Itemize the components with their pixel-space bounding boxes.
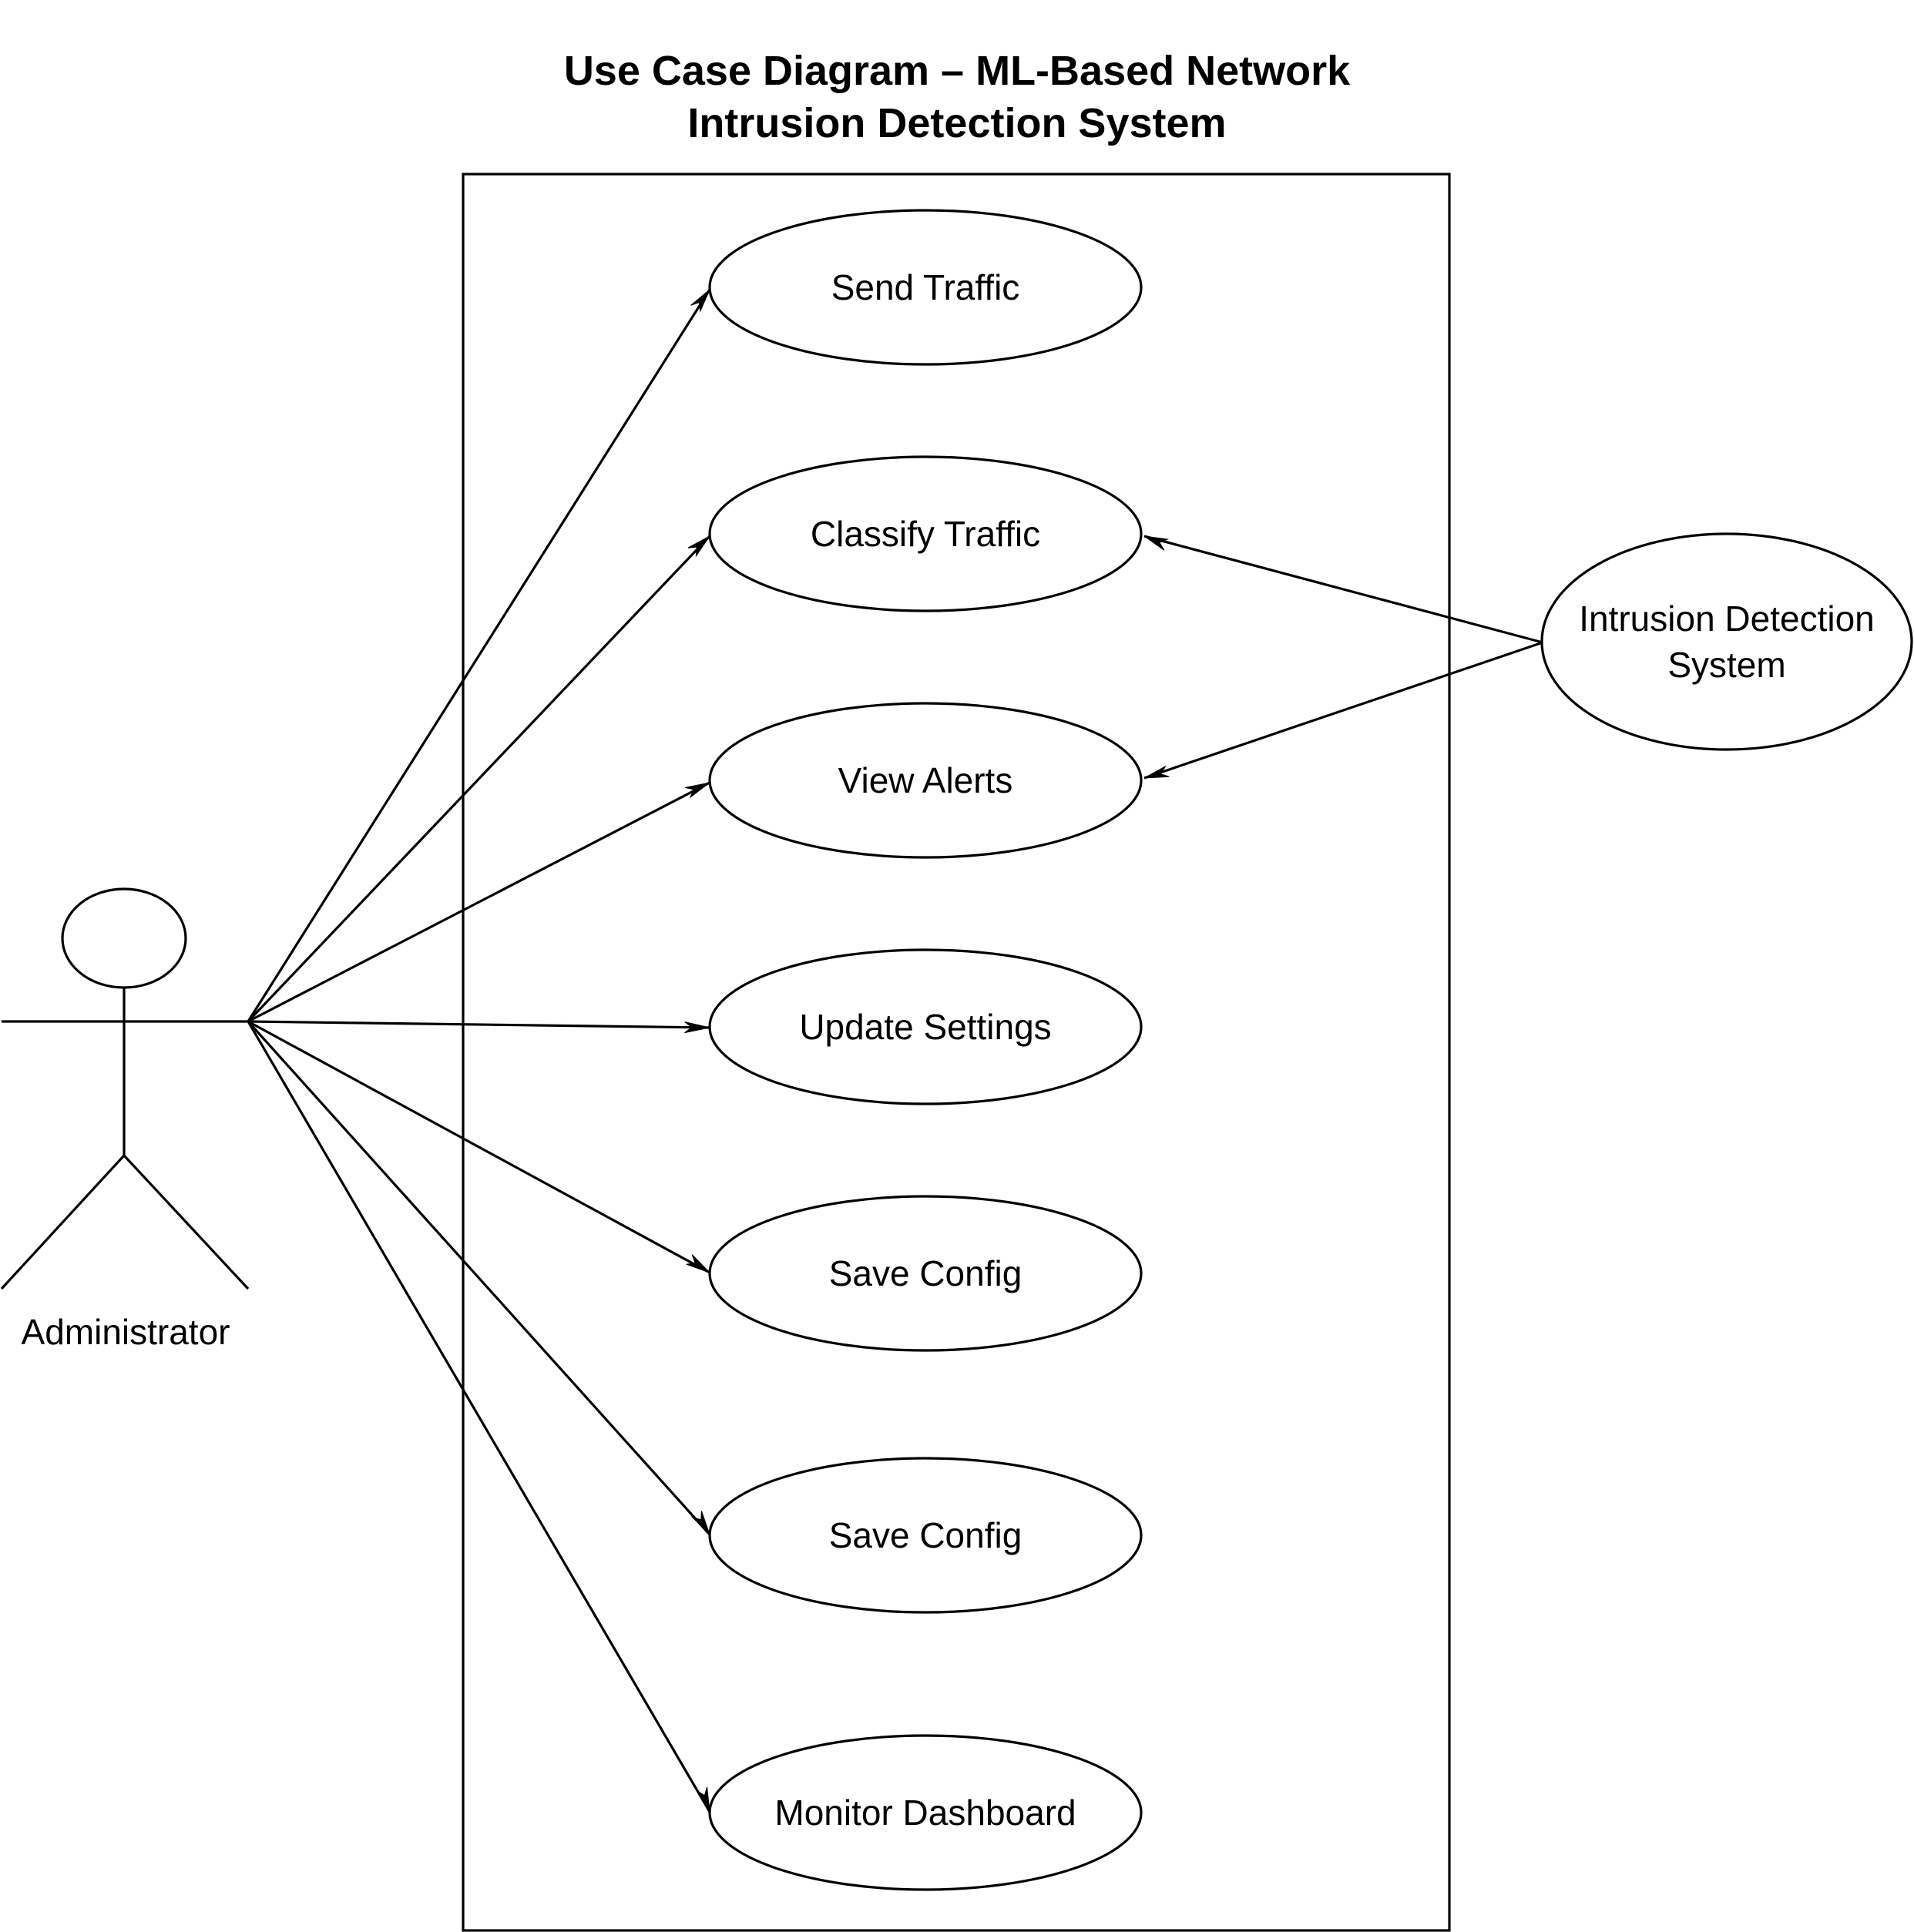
- association-view-alerts: [247, 781, 710, 1023]
- arrowhead-classify-traffic: [687, 535, 710, 558]
- use-case-ellipse: [708, 1734, 1143, 1891]
- use-case-ellipse: [708, 1457, 1143, 1614]
- ids-ellipse: [1540, 532, 1913, 751]
- use-case-label: Save Config: [829, 1515, 1022, 1555]
- association-ids-view-alerts: [1143, 641, 1543, 780]
- use-case-label: Monitor Dashboard: [774, 1793, 1076, 1833]
- use-case-ellipse: [708, 455, 1143, 612]
- arrowhead-update-settings: [684, 1021, 710, 1034]
- arrowhead-save-config-2: [690, 1511, 710, 1535]
- use-case-ellipse: [708, 209, 1143, 366]
- use-case-classify-traffic[interactable]: Classify Traffic: [708, 455, 1143, 612]
- actor-left-leg: [0, 1154, 126, 1290]
- use-case-label: Send Traffic: [831, 267, 1020, 307]
- use-case-send-traffic[interactable]: Send Traffic: [708, 209, 1143, 366]
- use-case-save-config-2[interactable]: Save Config: [708, 1457, 1143, 1614]
- use-case-label: Update Settings: [799, 1007, 1051, 1047]
- association-monitor-dashboard: [247, 1021, 711, 1813]
- association-save-config-2: [247, 1020, 711, 1536]
- association-save-config-1: [247, 1020, 710, 1274]
- arrowhead-monitor-dashboard: [697, 1786, 710, 1813]
- arrowheads: [684, 289, 1170, 1813]
- use-case-ellipse: [708, 702, 1143, 859]
- actor-right-leg: [123, 1154, 250, 1290]
- association-classify-traffic: [247, 535, 711, 1023]
- use-case-view-alerts[interactable]: View Alerts: [708, 702, 1143, 859]
- use-case-ellipse: [708, 948, 1143, 1105]
- system-boundary: [462, 173, 1451, 1932]
- use-case-ellipse: [708, 1195, 1143, 1352]
- ids-actor[interactable]: Intrusion Detection System: [1540, 532, 1913, 751]
- use-case-label: Classify Traffic: [811, 514, 1040, 554]
- arrowhead-ids-classify-traffic: [1143, 535, 1170, 551]
- administrator-associations: [247, 289, 711, 1813]
- ids-label-line1: Intrusion Detection: [1579, 599, 1875, 639]
- use-case-label: View Alerts: [838, 760, 1013, 800]
- arrowhead-send-traffic: [690, 289, 710, 313]
- arrowhead-save-config-1: [686, 1254, 710, 1273]
- diagram-title-line1: Use Case Diagram – ML-Based Network: [564, 48, 1351, 94]
- administrator-actor[interactable]: Administrator: [0, 887, 250, 1352]
- actor-head: [61, 887, 187, 989]
- association-ids-classify-traffic: [1143, 535, 1543, 644]
- arrowhead-ids-view-alerts: [1143, 765, 1170, 779]
- ids-label-line2: System: [1667, 645, 1785, 685]
- arrowhead-view-alerts: [685, 782, 710, 798]
- administrator-label: Administrator: [22, 1312, 230, 1352]
- diagram-title-line2: Intrusion Detection System: [687, 100, 1226, 146]
- use-case-monitor-dashboard[interactable]: Monitor Dashboard: [708, 1734, 1143, 1891]
- use-case-update-settings[interactable]: Update Settings: [708, 948, 1143, 1105]
- use-case-save-config-1[interactable]: Save Config: [708, 1195, 1143, 1352]
- association-send-traffic: [247, 289, 711, 1022]
- use-case-label: Save Config: [829, 1253, 1022, 1293]
- ids-associations: [1143, 535, 1543, 780]
- association-update-settings: [247, 1020, 710, 1029]
